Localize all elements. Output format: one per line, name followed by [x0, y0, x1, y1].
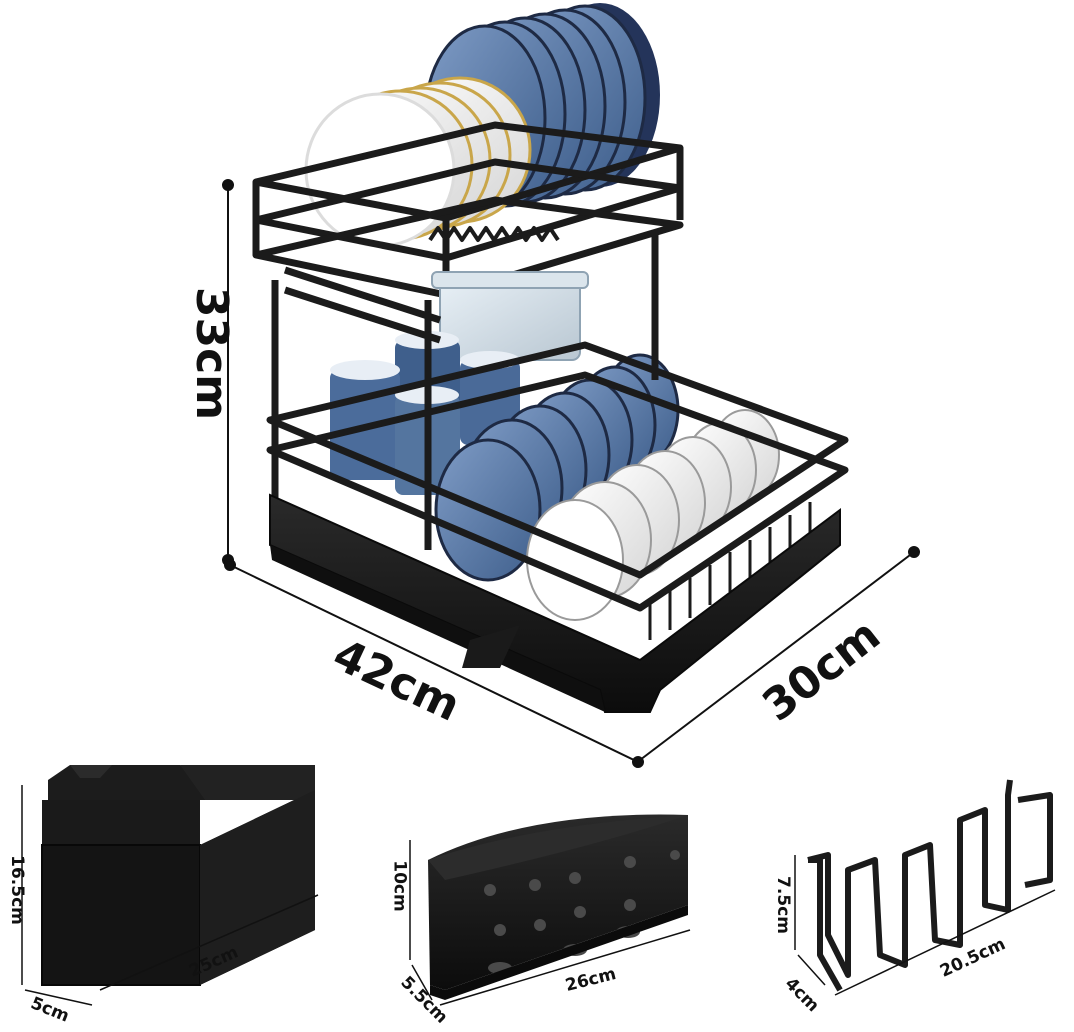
main-height-label: 33cm: [186, 286, 238, 421]
cup-rack: [807, 779, 1053, 992]
glass-container: [431, 271, 589, 361]
knife-holder-height-label: 16.5cm: [6, 855, 27, 925]
cup-rack-height-label: 7.5cm: [772, 876, 793, 934]
utensil-holder-height-label: 10cm: [389, 860, 410, 912]
lower-white-bowls: [526, 409, 780, 621]
main-dimension-lines: [222, 179, 920, 768]
main-dish-rack: [222, 3, 920, 768]
drip-tray: [269, 493, 841, 713]
upper-tier-frame: [252, 121, 684, 299]
cup-rack-dimension-lines: [794, 855, 1056, 996]
utensil-holder-dimension-lines: [409, 840, 691, 1006]
utensil-holder: [409, 814, 691, 1006]
knife-holder: [21, 765, 319, 1006]
knife-holder-dimension-lines: [21, 785, 319, 1006]
lower-tier-frame: [266, 230, 849, 640]
upper-white-plates: [304, 76, 532, 248]
